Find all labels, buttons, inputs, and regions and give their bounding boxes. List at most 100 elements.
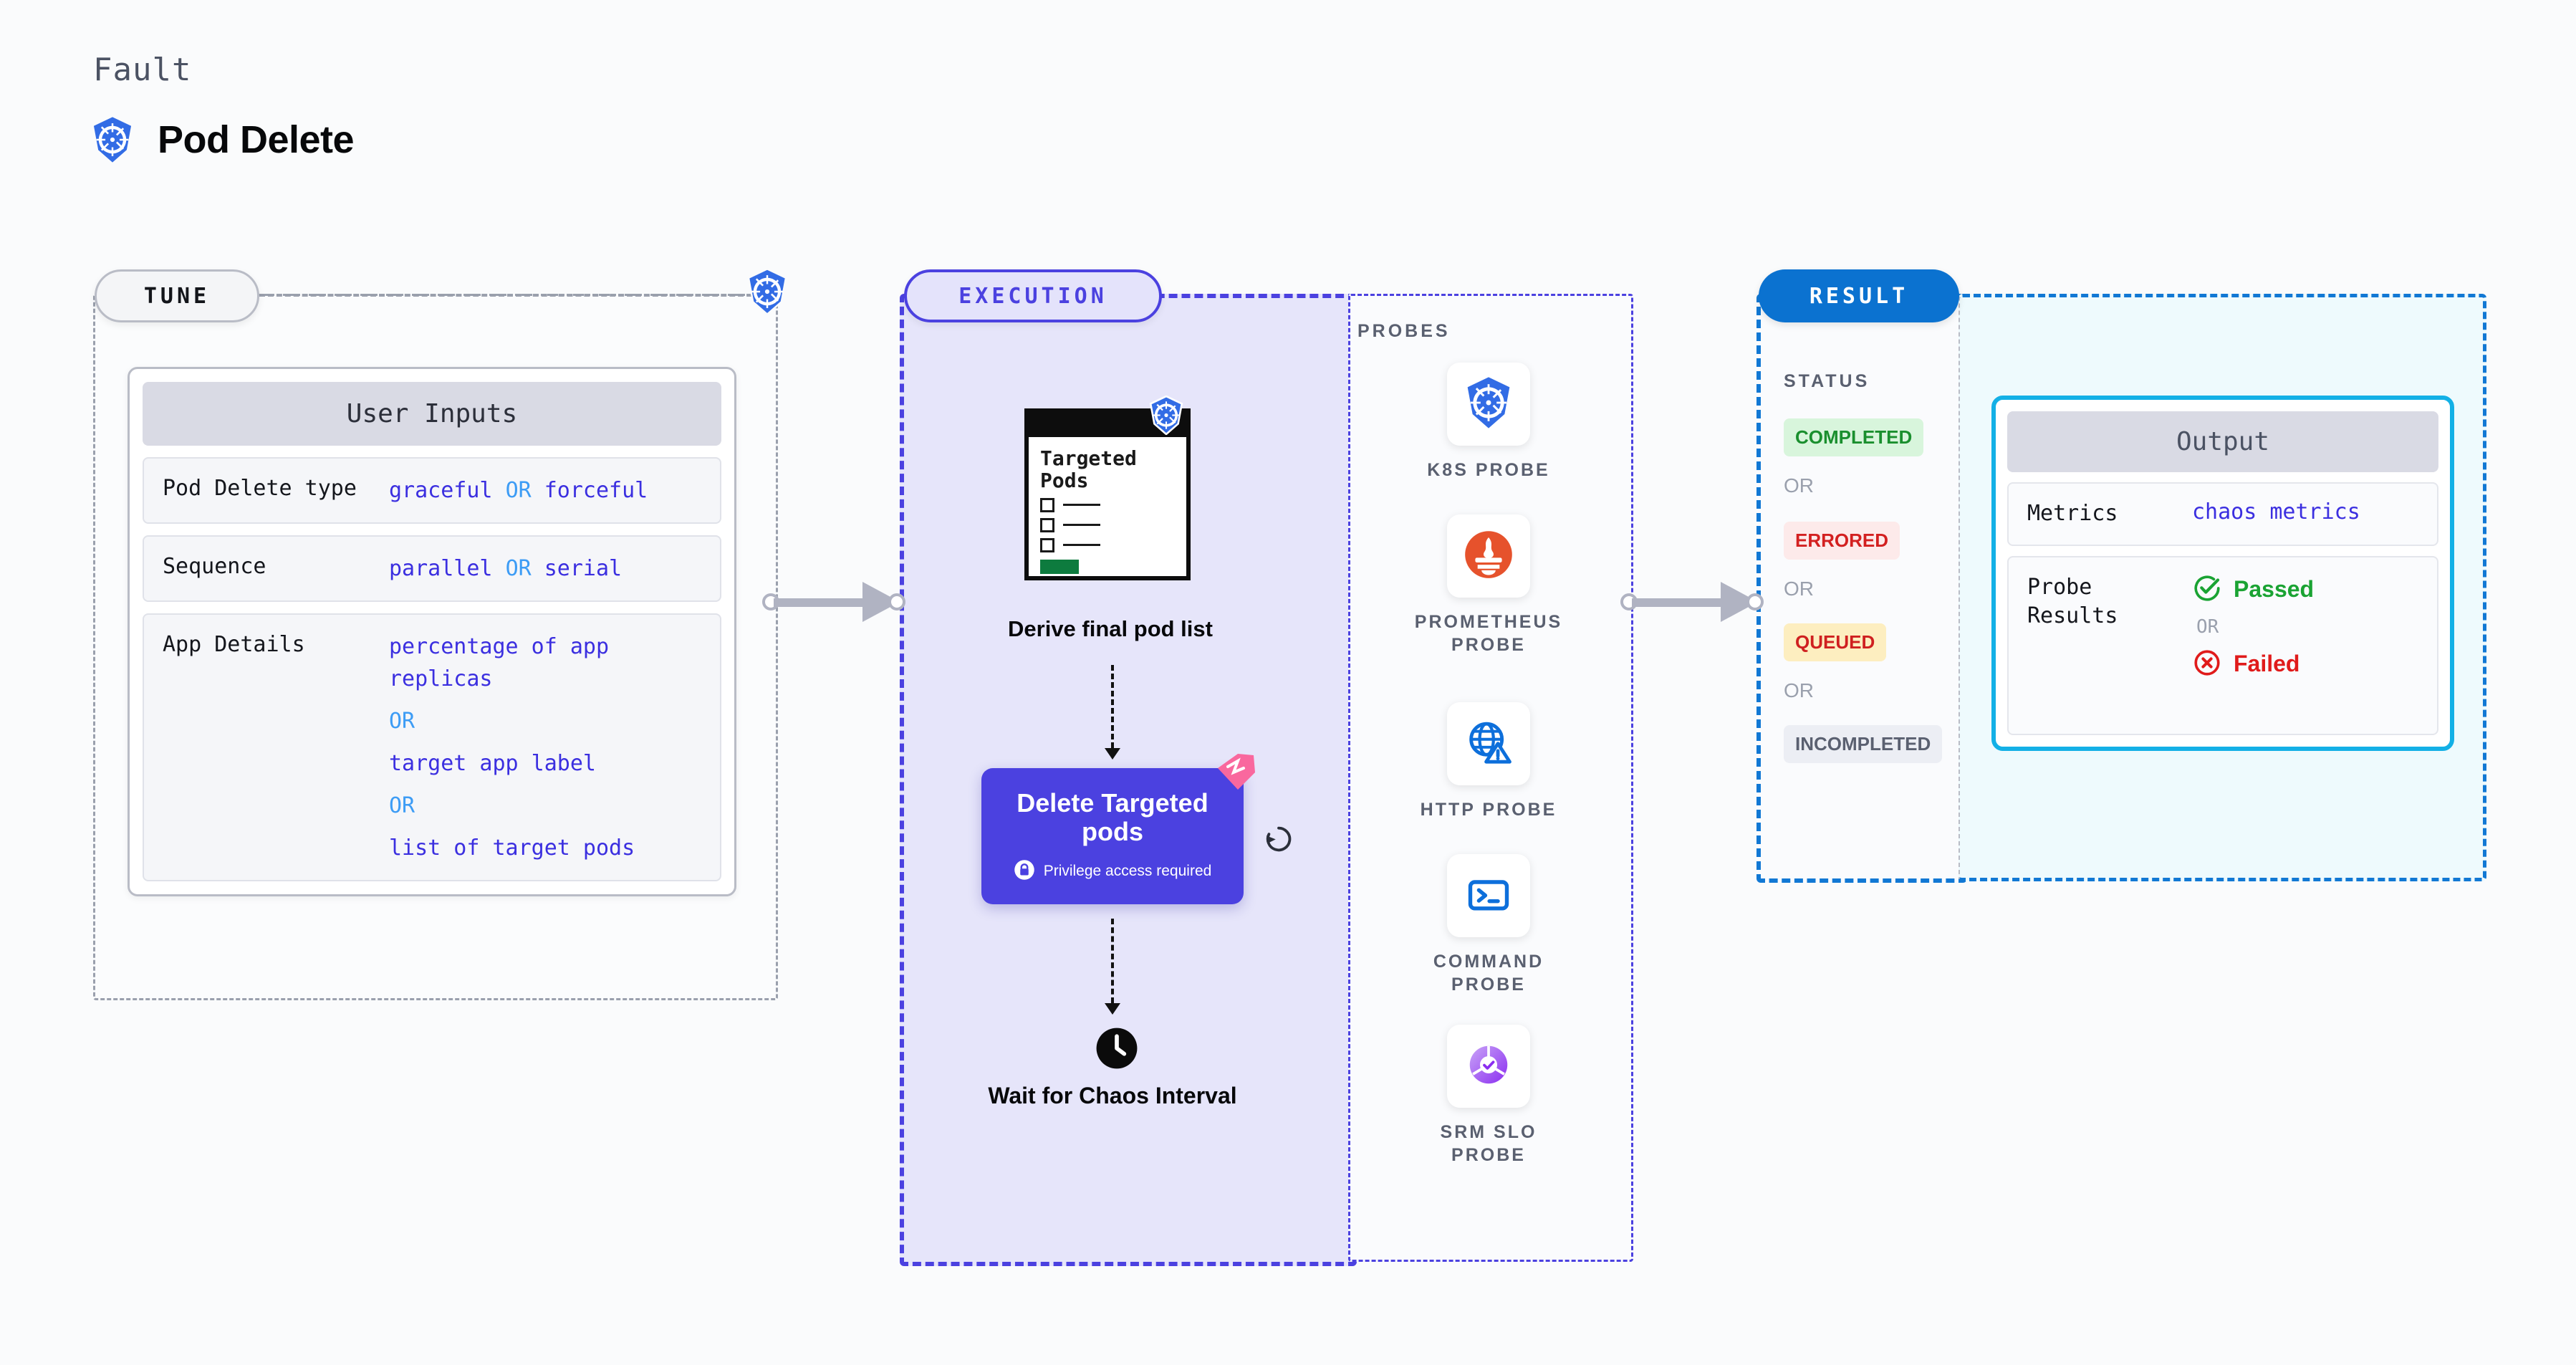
wait-for-chaos-interval-node[interactable] — [1095, 1026, 1139, 1073]
fault-title-row: Pod Delete — [90, 116, 355, 163]
input-row-app-details[interactable]: App Details percentage of app replicas O… — [143, 613, 721, 881]
probe-tile — [1447, 854, 1530, 937]
status-badge-completed: COMPLETED — [1784, 418, 1924, 456]
output-card: Output Metrics chaos metrics Probe Resul… — [1991, 396, 2454, 751]
clock-icon — [1095, 1028, 1139, 1073]
user-inputs-card: User Inputs Pod Delete type graceful OR … — [128, 367, 736, 896]
probe-label: HTTP PROBE — [1420, 800, 1557, 820]
progress-bar — [1040, 559, 1079, 574]
flow-arrowhead — [1105, 748, 1120, 760]
connector-probes-to-result — [1620, 580, 1764, 623]
or-separator: OR — [389, 793, 415, 818]
input-row-pod-delete-type[interactable]: Pod Delete type graceful OR forceful — [143, 457, 721, 524]
x-circle-icon — [2192, 648, 2222, 681]
user-inputs-card-title: User Inputs — [143, 382, 721, 446]
connector-end-dot — [1746, 593, 1764, 610]
probe-tile — [1447, 363, 1530, 446]
targeted-pods-kubernetes-badge — [1148, 395, 1185, 438]
result-section-chip[interactable]: RESULT — [1759, 269, 1959, 322]
connector-line — [774, 598, 874, 607]
or-separator: OR — [389, 709, 415, 734]
probe-result-passed: Passed — [2192, 573, 2314, 606]
probe-result-or-separator: OR — [2196, 616, 2219, 638]
app-details-option-replicas: percentage of app replicas — [389, 634, 610, 691]
targeted-pods-card: Targeted Pods — [1024, 408, 1191, 580]
or-separator: OR — [505, 478, 532, 503]
input-key: Sequence — [163, 554, 266, 579]
probe-result-passed-label: Passed — [2234, 576, 2315, 602]
status-or-separator: OR — [1784, 474, 1814, 497]
status-badge-queued: QUEUED — [1784, 623, 1887, 661]
litmus-ribbon-icon — [1213, 751, 1258, 798]
input-key: App Details — [163, 632, 305, 657]
connector-tune-to-execution — [762, 580, 905, 623]
srm-slo-icon — [1464, 1040, 1514, 1093]
lock-icon — [1014, 859, 1035, 883]
input-value: graceful OR forceful — [389, 478, 648, 503]
targeted-pods-body: Targeted Pods — [1029, 437, 1186, 584]
kubernetes-icon — [90, 116, 135, 163]
targeted-pods-card-title: Targeted Pods — [1040, 446, 1137, 493]
targeted-pod-list-item — [1040, 517, 1175, 532]
page-title: Pod Delete — [158, 118, 355, 161]
prometheus-icon — [1464, 530, 1514, 583]
probe-result-failed: Failed — [2192, 648, 2314, 681]
connector-end-dot — [888, 593, 905, 610]
output-row-metrics[interactable]: Metrics chaos metrics — [2007, 482, 2438, 546]
probe-label: K8S PROBE — [1427, 460, 1550, 480]
probe-label: PROMETHEUS PROBE — [1414, 612, 1563, 655]
status-or-separator: OR — [1784, 578, 1814, 600]
status-badge-incompleted: INCOMPLETED — [1784, 725, 1943, 763]
probe-item-k8s[interactable]: K8S PROBE — [1404, 363, 1573, 482]
derive-pod-list-node[interactable]: Targeted Pods — [1024, 395, 1196, 580]
delete-node-title: Delete Targeted pods — [1017, 787, 1208, 846]
targeted-pod-list-item — [1040, 497, 1175, 512]
wait-for-chaos-interval-label: Wait for Chaos Interval — [988, 1083, 1237, 1108]
terminal-icon — [1464, 870, 1513, 921]
privilege-text: Privilege access required — [1043, 863, 1212, 880]
placeholder-line — [1063, 544, 1100, 547]
input-key: Pod Delete type — [163, 476, 357, 501]
probes-title: PROBES — [1357, 321, 1451, 341]
status-or-separator: OR — [1784, 679, 1814, 701]
app-details-option-pods: list of target pods — [389, 835, 635, 861]
status-badge-errored: ERRORED — [1784, 522, 1900, 560]
placeholder-line — [1063, 504, 1100, 507]
fault-kicker-label: Fault — [93, 52, 192, 88]
probe-result-values: Passed OR Failed — [2192, 573, 2314, 681]
check-circle-icon — [2192, 573, 2222, 606]
output-row-probe-results[interactable]: Probe Results Passed OR — [2007, 555, 2438, 735]
rotate-loop-icon[interactable] — [1262, 823, 1295, 858]
targeted-pod-list-item — [1040, 537, 1175, 552]
probe-tile — [1447, 514, 1530, 598]
output-key: Metrics — [2027, 501, 2118, 526]
connector-line — [1632, 598, 1732, 607]
tune-kubernetes-badge — [745, 268, 789, 315]
checkbox-icon — [1040, 497, 1054, 512]
or-separator: OR — [505, 556, 532, 581]
input-row-sequence[interactable]: Sequence parallel OR serial — [143, 535, 721, 602]
probe-item-prometheus[interactable]: PROMETHEUS PROBE — [1404, 514, 1573, 656]
execution-section-chip[interactable]: EXECUTION — [904, 269, 1162, 322]
probe-item-command[interactable]: COMMAND PROBE — [1404, 854, 1573, 996]
flow-line-delete-to-wait — [1111, 919, 1114, 1003]
probe-tile — [1447, 1025, 1530, 1108]
tune-section-chip[interactable]: TUNE — [95, 269, 259, 322]
checkbox-icon — [1040, 537, 1054, 552]
placeholder-line — [1063, 524, 1100, 527]
probe-item-http[interactable]: HTTP PROBE — [1404, 702, 1573, 821]
flow-arrowhead — [1105, 1003, 1120, 1015]
input-value: parallel OR serial — [389, 556, 623, 581]
probe-label: SRM SLO PROBE — [1440, 1122, 1537, 1165]
privilege-notice: Privilege access required — [1014, 859, 1212, 883]
output-key: Probe Results — [2027, 574, 2118, 629]
probe-item-srm-slo[interactable]: SRM SLO PROBE — [1404, 1025, 1573, 1167]
status-title: STATUS — [1784, 371, 1870, 391]
checkbox-icon — [1040, 517, 1054, 532]
kubernetes-icon — [1464, 376, 1514, 432]
app-details-option-label: target app label — [389, 751, 596, 776]
delete-targeted-pods-node[interactable]: Delete Targeted pods Privilege access re… — [981, 768, 1244, 904]
input-value: percentage of app replicas OR target app… — [389, 631, 701, 864]
tune-leader-line — [259, 294, 761, 297]
probe-tile — [1447, 702, 1530, 785]
